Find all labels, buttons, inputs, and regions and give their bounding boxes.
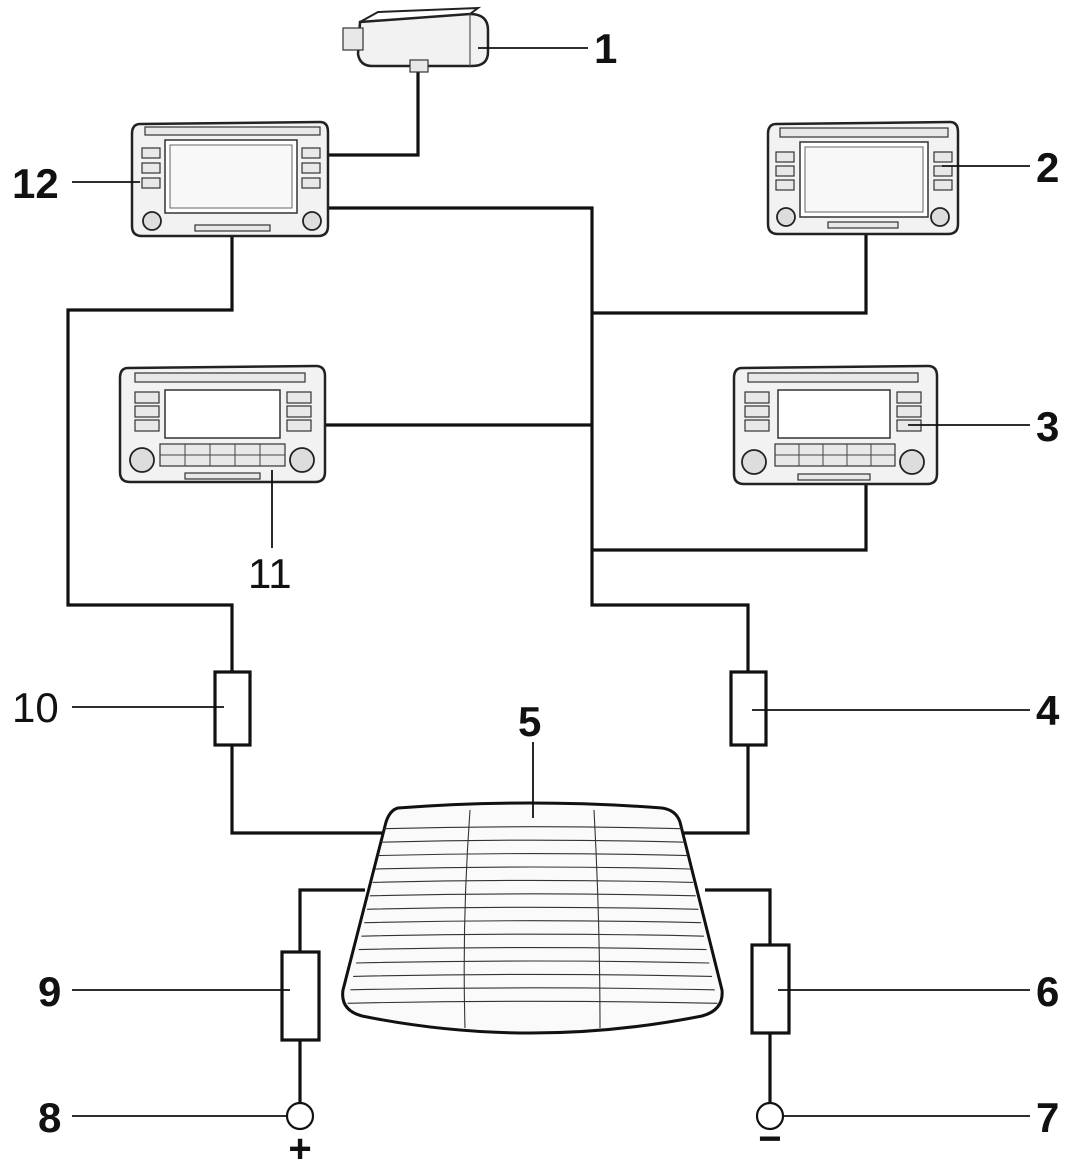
- heating-wire-line: [372, 879, 694, 883]
- label-3: 3: [1036, 403, 1059, 450]
- terminal-negative-icon: [755, 1101, 785, 1131]
- filter-6-icon: [750, 943, 791, 1035]
- navigation-unit-12-icon: [130, 120, 330, 238]
- terminal-positive-icon: [285, 1101, 315, 1131]
- heating-wire-line: [355, 960, 710, 964]
- wire-trunk-right: [328, 206, 750, 672]
- navigation-unit-2-icon: [766, 120, 960, 236]
- heating-wire-line: [361, 933, 704, 937]
- heating-wire-line: [383, 826, 683, 830]
- leader-lines: [72, 47, 1030, 1117]
- label-4: 4: [1036, 687, 1060, 734]
- label-11: 11: [248, 550, 292, 597]
- label-1: 1: [594, 25, 617, 72]
- heating-wire-line: [353, 973, 713, 977]
- filter-4-icon: [729, 670, 768, 747]
- polarity-positive: +: [288, 1127, 311, 1165]
- heating-wire-line: [347, 1000, 718, 1004]
- wire-amplifier-to-unit-12: [328, 72, 420, 157]
- label-9: 9: [38, 968, 61, 1015]
- radio-unit-11-icon: [118, 364, 327, 484]
- heating-wire-line: [369, 893, 696, 897]
- heating-wire-line: [358, 947, 707, 951]
- wiring: [66, 72, 868, 1102]
- antenna-amplifier-icon: [342, 6, 490, 73]
- heating-wire-line: [375, 866, 691, 870]
- polarity-negative: −: [758, 1117, 781, 1161]
- wire-window-to-filter-6: [705, 888, 772, 945]
- label-10: 10: [12, 684, 59, 731]
- wire-filter-4-to-window: [680, 745, 750, 835]
- heating-wire-line: [364, 920, 702, 924]
- wire-trunk-left: [66, 236, 234, 672]
- radio-unit-3-icon: [732, 364, 939, 486]
- label-12: 12: [12, 160, 59, 207]
- heating-wire-line: [367, 906, 699, 910]
- heating-wire-line: [380, 839, 685, 843]
- rear-window-antenna-icon: [341, 801, 724, 1035]
- filter-10-icon: [213, 670, 252, 747]
- heating-wire-line: [378, 853, 688, 857]
- label-5: 5: [518, 698, 541, 745]
- heating-wire-line: [350, 987, 715, 991]
- wire-filter-10-to-window: [230, 745, 382, 835]
- wire-window-to-filter-9: [298, 888, 365, 952]
- wire-branch-unit-3: [592, 480, 868, 552]
- label-8: 8: [38, 1094, 61, 1141]
- label-2: 2: [1036, 144, 1059, 191]
- label-6: 6: [1036, 968, 1059, 1015]
- filter-9-icon: [280, 950, 321, 1042]
- label-7: 7: [1036, 1094, 1059, 1141]
- wire-branch-unit-2: [592, 228, 868, 315]
